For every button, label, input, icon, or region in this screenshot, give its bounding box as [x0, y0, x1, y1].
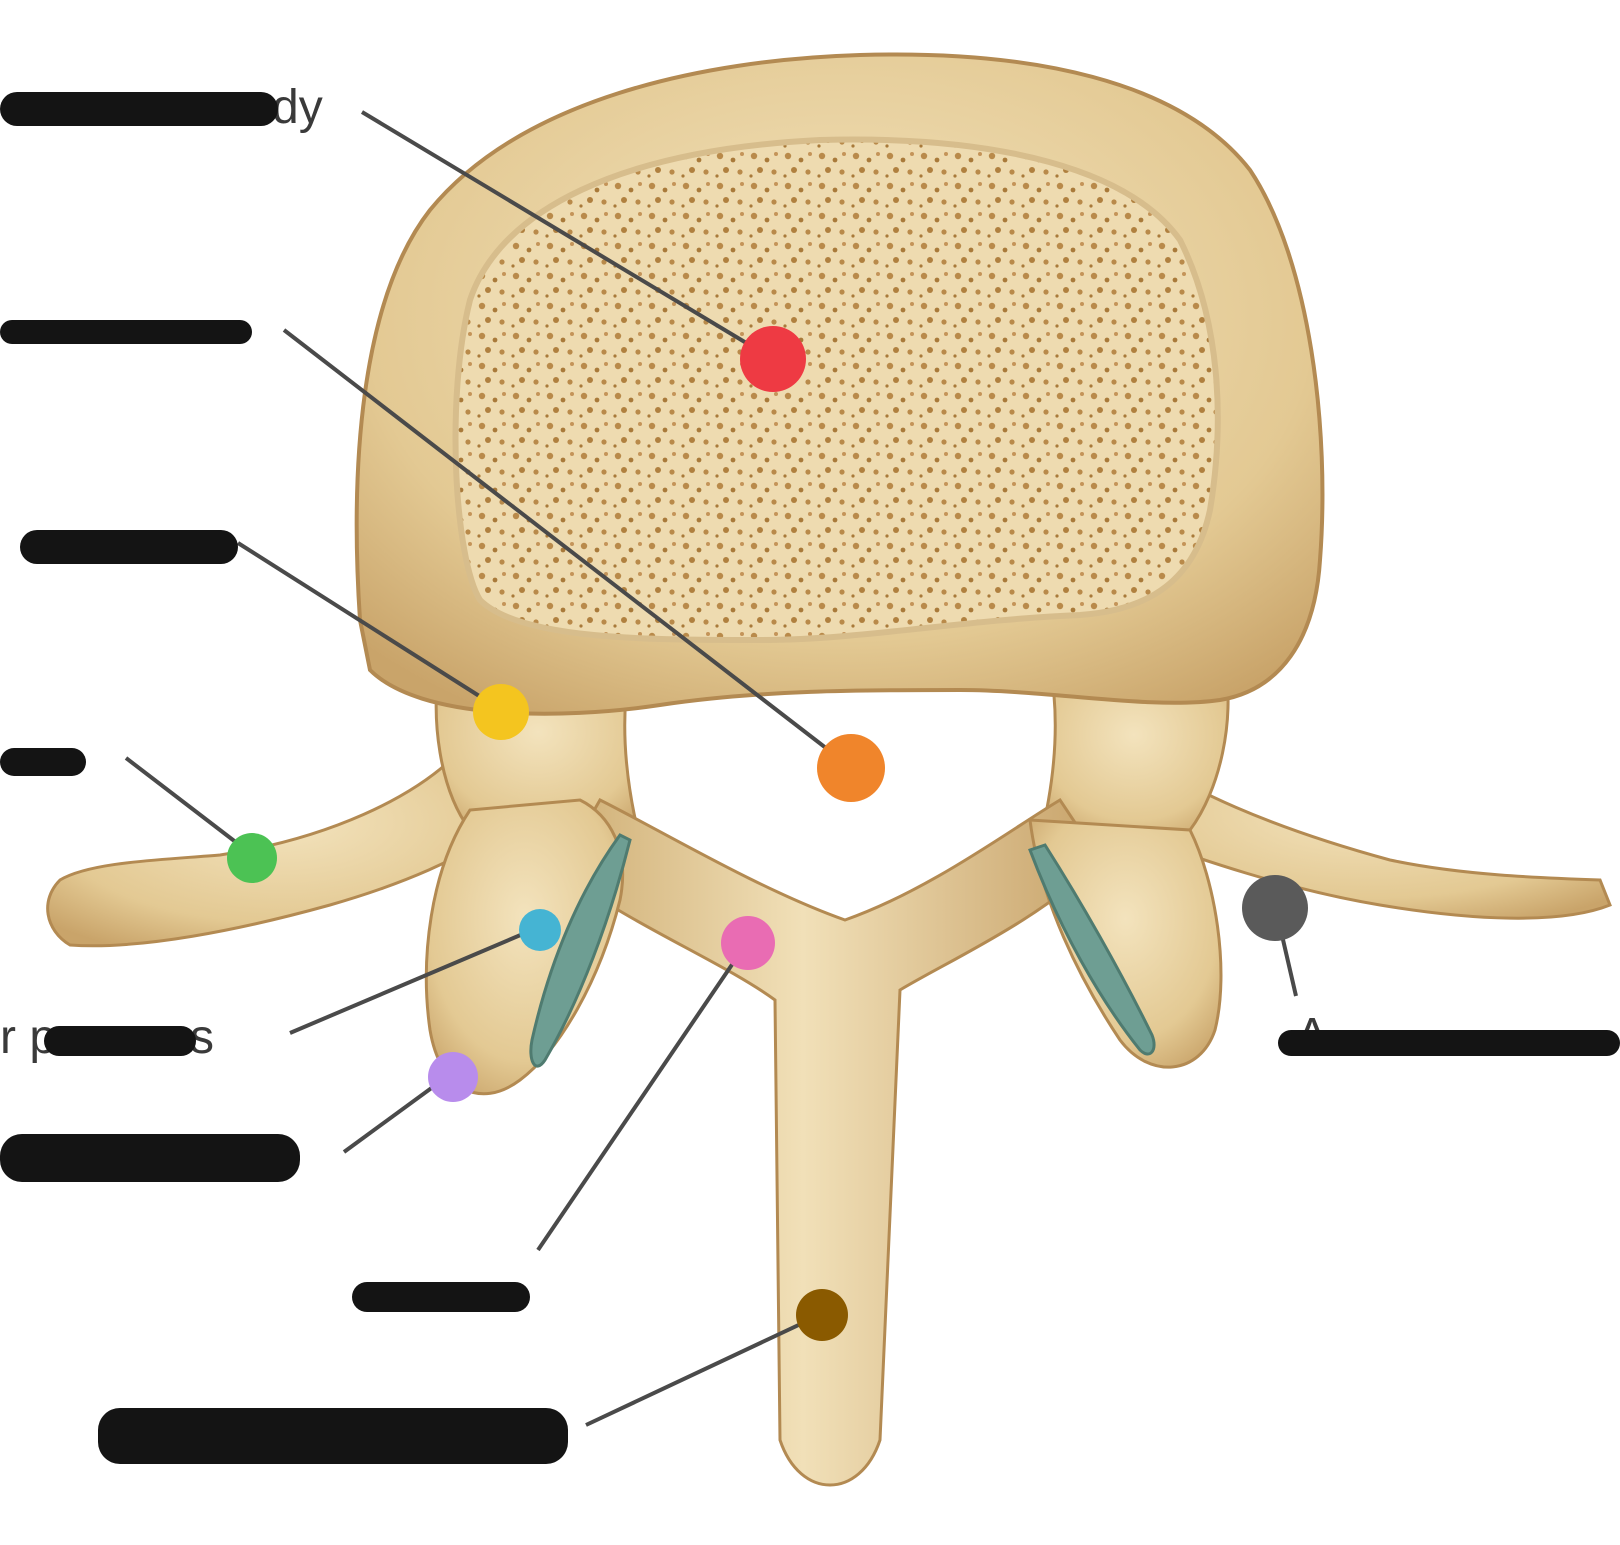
- marker-pink-dot: [721, 916, 775, 970]
- left-articular-facet: [529, 833, 632, 1068]
- right-articular-process-shape: [1028, 818, 1223, 1069]
- marker-brown-dot: [796, 1289, 848, 1341]
- lamina-arch-shape: [558, 797, 1102, 1487]
- leader-line-pedicle: [236, 541, 497, 708]
- marker-yellow-dot: [473, 684, 529, 740]
- leader-line-vertebral-foramen: [282, 328, 850, 767]
- redaction-articular-process: [44, 1026, 196, 1056]
- marker-orange-dot: [817, 734, 885, 802]
- leader-line-spinous-process: [585, 1312, 823, 1427]
- redaction-vertebral-body: [0, 92, 278, 126]
- marker-red-dot: [740, 326, 806, 392]
- marker-green-dot: [227, 833, 277, 883]
- markers: [227, 326, 1308, 1341]
- redaction-inferior-articular-process: [0, 1134, 300, 1182]
- right-articular-facet: [1028, 843, 1156, 1056]
- label-articular-process: r pr s: [0, 1014, 214, 1062]
- leader-line-articular-process: [289, 926, 538, 1035]
- marker-cyan-dot: [519, 909, 561, 951]
- redaction-vertebral-foramen: [0, 320, 252, 344]
- redaction-spinous-process: [98, 1408, 568, 1464]
- left-transverse-process-shape: [46, 737, 523, 948]
- redaction-pedicle: [20, 530, 238, 564]
- redaction-accessory-process: [1278, 1030, 1620, 1056]
- marker-purple-dot: [428, 1052, 478, 1102]
- leader-line-transverse-process: [124, 756, 252, 855]
- leader-line-lamina: [536, 942, 748, 1252]
- redaction-transverse-process: [0, 748, 86, 776]
- label-vertebral-body-text: dy: [272, 81, 323, 134]
- redaction-lamina: [352, 1282, 530, 1312]
- vertebral-body-cancellous-core: [452, 136, 1221, 644]
- marker-gray-dot: [1242, 875, 1308, 941]
- leader-line-vertebral-body: [360, 110, 770, 358]
